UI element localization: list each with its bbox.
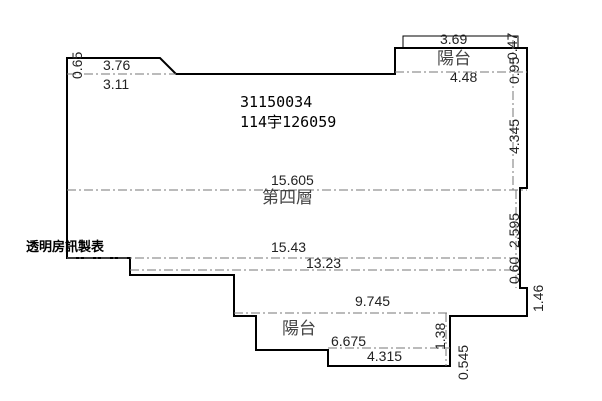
dim-bottom-vertical: 0.545 [455, 345, 471, 380]
balcony-top-label: 陽台 [437, 49, 471, 69]
dim-far-right-vertical: 1.46 [530, 285, 546, 312]
floor-label: 第四層 [262, 188, 313, 208]
dim-top-left-lower-width: 3.11 [103, 76, 129, 92]
watermark: 透明房訊製表 [26, 239, 105, 255]
dim-balcony-bottom-width: 6.675 [331, 333, 366, 349]
dim-balcony-bottom-lower-width: 4.315 [367, 348, 402, 364]
dim-right-mid-vertical: 4.345 [506, 119, 522, 154]
dim-right-upper-vertical: 0.95 [506, 57, 522, 84]
dim-balcony-bottom-vertical: 1.38 [432, 323, 448, 350]
floor-outline [66, 47, 528, 367]
dim-overall-width: 15.605 [271, 172, 314, 188]
dim-right-step-vertical: 0.60 [506, 257, 522, 284]
dim-balcony-top-depth: 0.47 [504, 33, 520, 60]
dim-balcony-top-width: 3.69 [440, 31, 467, 47]
balcony-bottom-label: 陽台 [282, 319, 316, 339]
balcony-top-frame [402, 35, 519, 48]
permit-number: 114宇126059 [240, 113, 336, 131]
dim-top-left-width: 3.76 [103, 57, 130, 73]
dim-step-width: 13.23 [306, 255, 341, 271]
dim-lower-width: 9.745 [355, 293, 390, 309]
building-id: 31150034 [240, 93, 312, 111]
dim-mid-width: 15.43 [271, 239, 306, 255]
dim-balcony-top-lower-width: 4.48 [450, 69, 477, 85]
dim-top-left-vertical: 0.65 [69, 52, 85, 79]
dim-right-lower-vertical: 2.595 [506, 213, 522, 248]
